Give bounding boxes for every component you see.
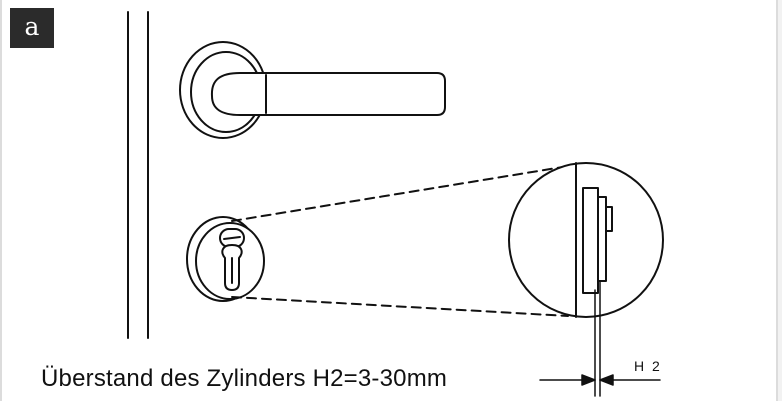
door-frame-lines <box>127 11 149 339</box>
detail-circle <box>508 162 664 318</box>
h2-dimension <box>539 281 661 397</box>
panel-label-badge: a <box>10 8 54 48</box>
caption-text: Überstand des Zylinders H2=3-30mm <box>41 365 448 392</box>
lever-handle-drawing <box>179 41 446 139</box>
cylinder-escutcheon-drawing <box>186 216 265 302</box>
magnification-guide-lines <box>231 164 576 317</box>
dimension-label: H 2 <box>634 358 662 374</box>
